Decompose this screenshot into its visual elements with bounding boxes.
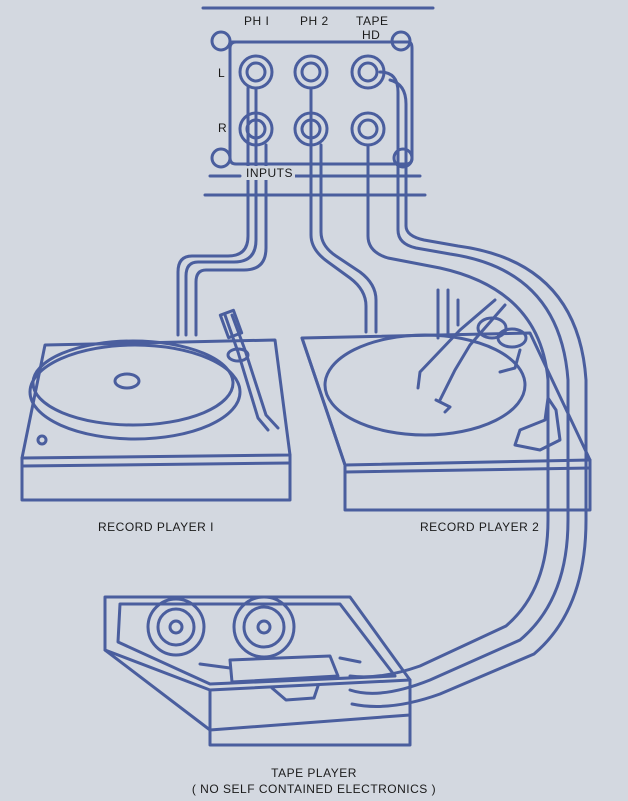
- tape-player-note: ( NO SELF CONTAINED ELECTRONICS ): [191, 782, 437, 796]
- record-player-2-label: RECORD PLAYER 2: [420, 520, 540, 534]
- cable-tape-left-b: [350, 78, 588, 708]
- cable-ph1-left-b: [176, 86, 250, 337]
- record-player-2-drawing: [300, 288, 592, 512]
- cable-tape-right: [348, 143, 550, 679]
- column-label-tape: TAPE: [356, 14, 389, 28]
- row-label-right: R: [218, 121, 228, 135]
- tape-player-label: TAPE PLAYER: [271, 766, 357, 780]
- jack-ph1-left: [238, 54, 274, 90]
- cable-tape-left: [348, 70, 570, 695]
- panel-screw-bottom-right: [392, 147, 414, 169]
- column-label-ph1: PH I: [244, 14, 270, 28]
- jack-ph2-left: [293, 54, 329, 90]
- record-player-1-drawing: [20, 308, 292, 502]
- panel-screw-top-right: [390, 30, 412, 52]
- record-player-1-label: RECORD PLAYER I: [98, 520, 214, 534]
- jack-tape-right: [350, 111, 386, 147]
- inputs-label: INPUTS: [244, 166, 296, 180]
- panel-screw-bottom-left: [210, 147, 232, 169]
- column-label-ph2: PH 2: [300, 14, 329, 28]
- cable-ph1-right: [194, 143, 268, 337]
- row-label-left: L: [218, 66, 226, 80]
- column-sublabel-tape-hd: HD: [362, 28, 381, 42]
- cable-ph2-left: [309, 86, 368, 334]
- panel-screw-top-left: [210, 30, 232, 52]
- cable-ph1-left: [184, 86, 258, 337]
- tape-player-drawing: [103, 595, 412, 747]
- cable-ph2-right: [319, 143, 378, 334]
